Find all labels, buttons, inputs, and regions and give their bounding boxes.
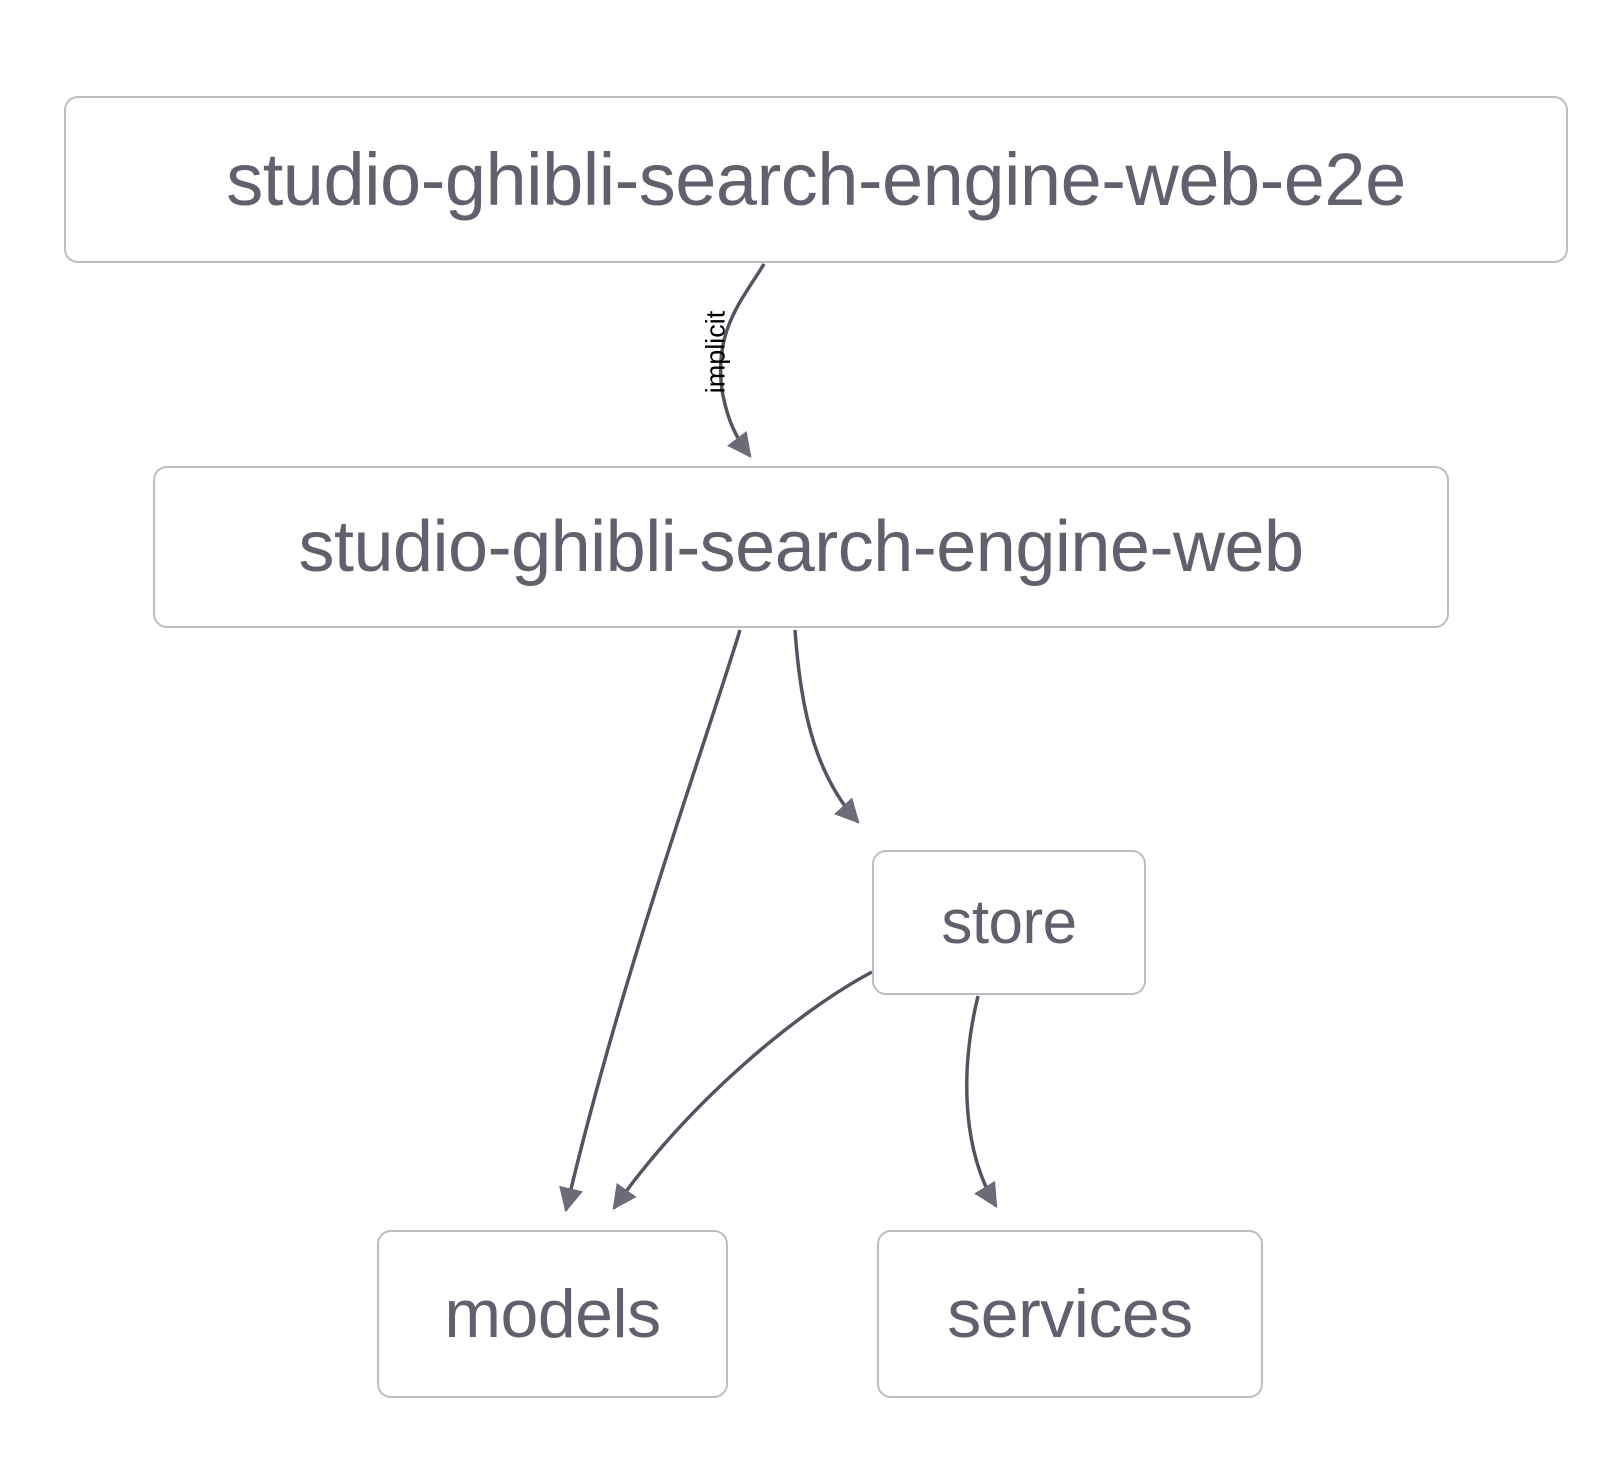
node-label: models (444, 1276, 661, 1352)
node-label: studio-ghibli-search-engine-web-e2e (226, 137, 1406, 221)
node-label: services (947, 1276, 1193, 1352)
edge-store-to-models (612, 970, 873, 1211)
node-store[interactable]: store (872, 850, 1146, 995)
node-studio-ghibli-search-engine-web-e2e[interactable]: studio-ghibli-search-engine-web-e2e (64, 96, 1568, 263)
edge-store-to-services (965, 995, 998, 1209)
edge-label-implicit: implicit (700, 310, 731, 394)
edge-web-to-models (559, 629, 742, 1213)
node-services[interactable]: services (877, 1230, 1263, 1398)
edge-web-to-store (793, 629, 860, 824)
node-label: store (941, 887, 1077, 957)
node-models[interactable]: models (377, 1230, 728, 1398)
node-label: studio-ghibli-search-engine-web (298, 507, 1304, 587)
node-studio-ghibli-search-engine-web[interactable]: studio-ghibli-search-engine-web (153, 466, 1449, 628)
